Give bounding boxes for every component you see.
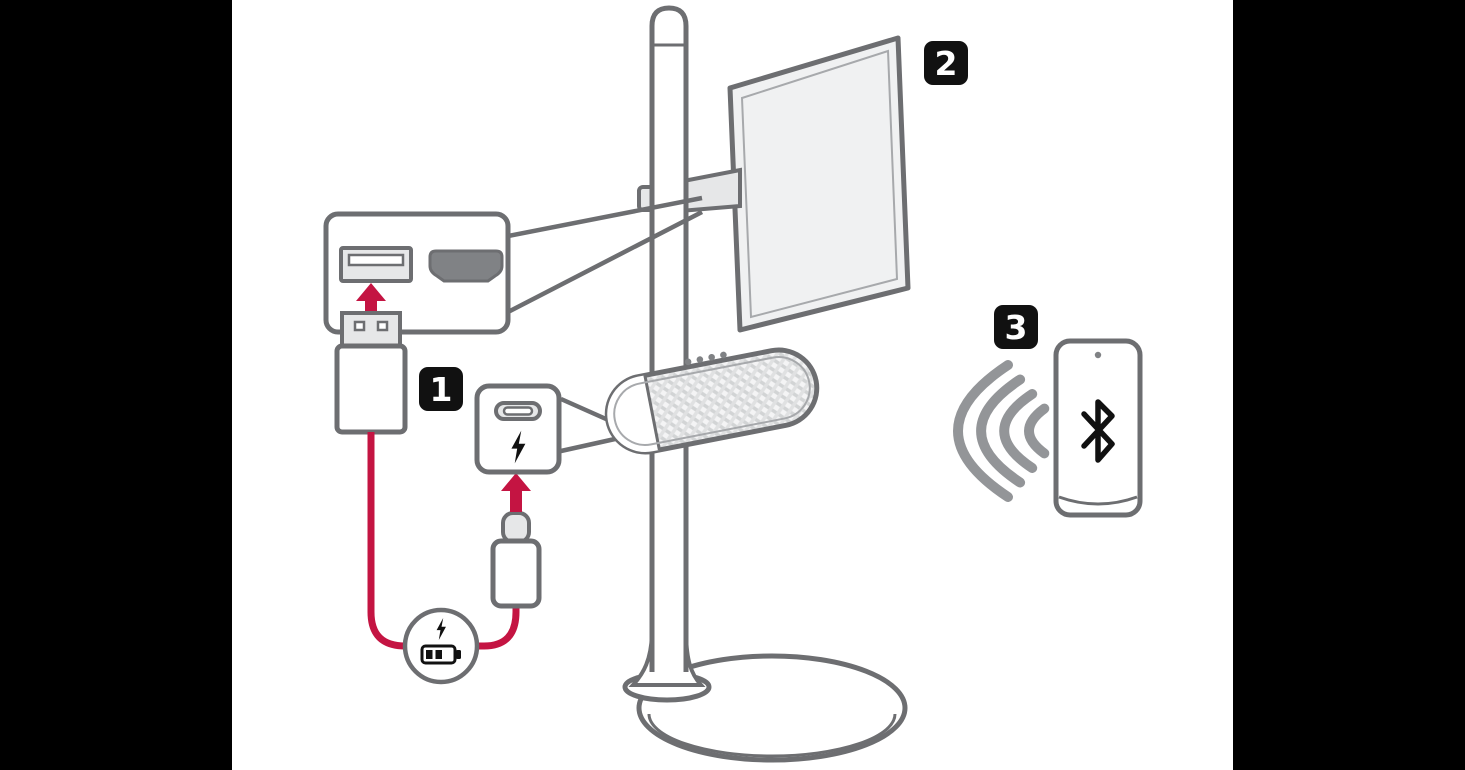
step-1-label: 1 (430, 370, 453, 409)
monitor (727, 35, 911, 333)
wireless-waves-icon (953, 360, 1050, 502)
usb-c-port-icon (494, 401, 542, 421)
speaker-buttons (684, 351, 727, 366)
usb-a-metal-tip (340, 311, 402, 348)
usb-a-connector (334, 311, 408, 435)
usb-a-plug-body (334, 343, 408, 435)
letterbox-left (0, 0, 232, 770)
base-rim-line (647, 713, 897, 758)
phone (953, 338, 1143, 518)
pole-outline (649, 5, 689, 672)
usb-c-metal-tip (501, 511, 531, 544)
speaker-inner-line (613, 356, 811, 446)
phone-chin-curve (1058, 495, 1138, 506)
step-1-badge: 1 (419, 367, 463, 411)
hdmi-port-icon (428, 249, 504, 283)
usb-a-port-icon (339, 246, 413, 283)
speaker-cap-seam (643, 375, 661, 451)
battery-terminal (456, 650, 461, 659)
step-3-label: 3 (1005, 308, 1028, 347)
callout-lines-ports (506, 195, 704, 314)
stand-pole (628, 5, 706, 687)
usb-c-plug-body (490, 538, 542, 609)
letterbox-right (1233, 0, 1465, 770)
plug-arrow-usb-c (501, 473, 531, 512)
power-cable-left (367, 432, 406, 650)
speaker (604, 347, 820, 455)
step-3-badge: 3 (994, 305, 1038, 349)
battery-cell (435, 650, 442, 659)
battery-charging-icon (402, 607, 480, 685)
bluetooth-icon (1081, 399, 1115, 463)
step-2-badge: 2 (924, 41, 968, 85)
pole-body (652, 8, 686, 672)
usb-c-connector (490, 511, 542, 609)
monitor-bezel-line (740, 49, 899, 319)
plug-arrow-usb-a (356, 283, 386, 314)
usb-a-hole (376, 320, 389, 332)
step-2-label: 2 (935, 44, 958, 83)
ports-callout (323, 211, 511, 335)
battery-cell (426, 650, 433, 659)
usb-c-callout-frame (474, 383, 562, 475)
usb-a-hole (353, 320, 366, 332)
phone-camera-dot (1094, 351, 1102, 359)
power-cable-right (477, 604, 520, 650)
usb-c-callout (474, 383, 562, 475)
monitor-screen (727, 35, 911, 333)
